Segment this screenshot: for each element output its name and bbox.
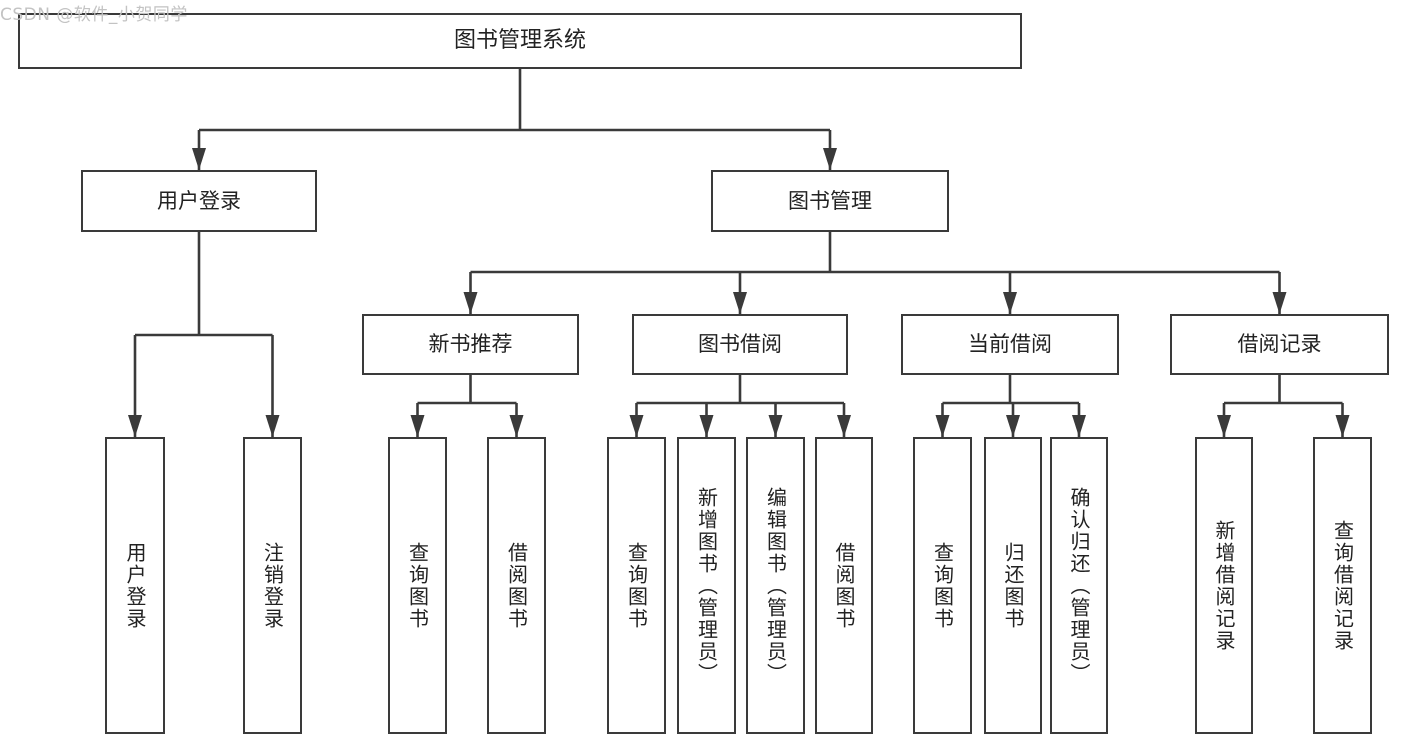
node-bookmgmt: 图书管理 [711,170,949,232]
node-login: 用户登录 [81,170,317,232]
node-label: 查询借阅记录 [1330,519,1355,652]
arrow-head-icon [410,415,425,437]
arrow-head-icon [192,148,206,170]
node-leaf-cur-2: 归还图书 [984,437,1042,734]
node-leaf-rec-2: 查询借阅记录 [1313,437,1372,734]
node-leaf-bor-4: 借阅图书 [815,437,873,734]
node-label: 当前借阅 [968,332,1052,357]
arrow-head-icon [265,415,280,437]
node-leaf-new-1: 查询图书 [388,437,447,734]
node-leaf-bor-2: 新增图书（管理员） [677,437,736,734]
node-label: 确认归还（管理员） [1067,486,1091,685]
node-label: 图书管理 [788,188,872,213]
node-label: 查询图书 [624,541,649,630]
arrow-head-icon [128,415,142,437]
node-label: 借阅记录 [1237,332,1322,357]
node-label: 注销登录 [260,541,285,630]
arrow-head-icon [1072,415,1086,437]
node-leaf-login-1: 用户登录 [105,437,165,734]
node-leaf-rec-1: 新增借阅记录 [1195,437,1253,734]
node-records: 借阅记录 [1170,314,1389,375]
node-leaf-cur-1: 查询图书 [913,437,972,734]
node-label: 新增图书（管理员） [694,486,719,685]
arrow-head-icon [733,292,747,314]
node-label: 查询图书 [930,541,955,630]
node-label: 用户登录 [157,188,241,213]
arrow-head-icon [629,415,644,437]
arrow-head-icon [935,415,950,437]
arrow-head-icon [1335,415,1350,437]
arrow-head-icon [509,415,524,437]
node-leaf-login-2: 注销登录 [243,437,302,734]
node-label: 借阅图书 [504,541,529,630]
node-label: 借阅图书 [832,541,856,630]
node-leaf-bor-3: 编辑图书（管理员） [746,437,805,734]
arrow-head-icon [699,415,714,437]
node-leaf-bor-1: 查询图书 [607,437,666,734]
node-label: 用户登录 [123,541,147,630]
arrow-head-icon [1006,415,1020,437]
node-label: 新增借阅记录 [1212,519,1236,652]
arrow-head-icon [1003,292,1017,314]
node-leaf-new-2: 借阅图书 [487,437,546,734]
node-label: 查询图书 [405,541,430,630]
node-label: 图书管理系统 [453,28,586,54]
node-leaf-cur-3: 确认归还（管理员） [1050,437,1108,734]
node-current: 当前借阅 [901,314,1119,375]
node-label: 新书推荐 [428,332,513,357]
node-label: 归还图书 [1001,541,1025,630]
arrow-head-icon [1217,415,1231,437]
node-label: 编辑图书（管理员） [763,486,788,685]
arrow-head-icon [837,415,851,437]
arrow-head-icon [1272,292,1287,314]
node-newbook: 新书推荐 [362,314,579,375]
node-label: 图书借阅 [698,332,782,357]
arrow-head-icon [768,415,783,437]
node-borrow: 图书借阅 [632,314,848,375]
arrow-head-icon [463,292,478,314]
node-root: 图书管理系统 [18,13,1022,69]
arrow-head-icon [823,148,837,170]
